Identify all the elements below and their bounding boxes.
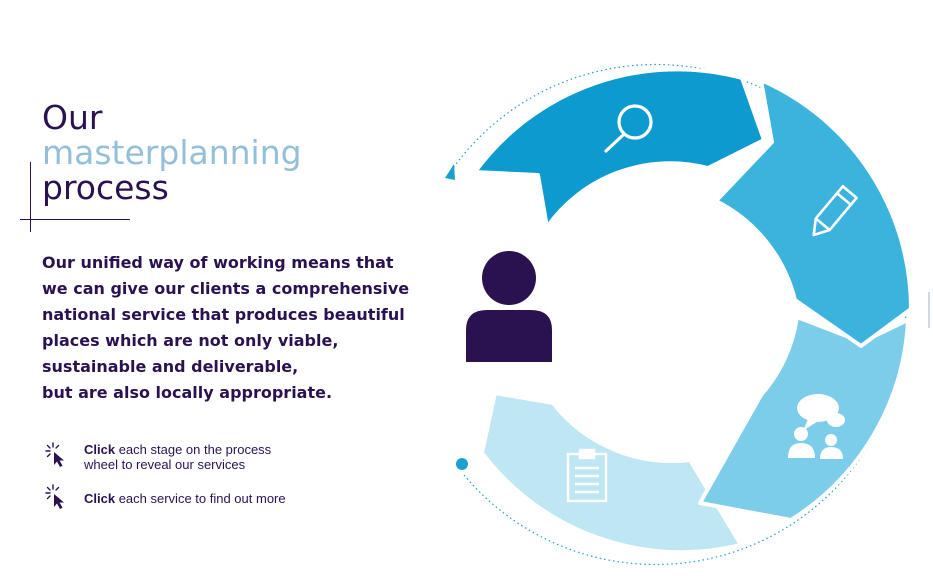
title-line-masterplanning: masterplanning bbox=[42, 133, 302, 172]
wheel-stage-3[interactable] bbox=[698, 315, 910, 522]
wheel-stage-1[interactable] bbox=[473, 67, 766, 229]
title-line-our: Our bbox=[42, 98, 103, 137]
intro-line: we can give our clients a comprehensive bbox=[42, 279, 410, 298]
title-line-process: process bbox=[42, 168, 169, 207]
magnifier-icon bbox=[604, 104, 653, 153]
intro-line: Our unified way of working means that bbox=[42, 253, 394, 272]
wheel-stage-4[interactable] bbox=[480, 391, 743, 555]
title-rule-vertical bbox=[30, 162, 31, 232]
hint-text: wheel to reveal our services bbox=[84, 457, 246, 472]
clipboard-icon bbox=[566, 448, 608, 503]
intro-line: but are also locally appropriate. bbox=[42, 383, 333, 402]
hint-click-label: Click bbox=[84, 491, 116, 506]
intro-line: places which are not only viable, bbox=[42, 331, 339, 350]
hint-text: each service to find out more bbox=[115, 491, 286, 506]
side-tab[interactable] bbox=[928, 292, 930, 328]
person-icon bbox=[466, 251, 552, 362]
hint-service: Click each service to find out more bbox=[44, 484, 286, 510]
intro-line: sustainable and deliverable, bbox=[42, 357, 299, 376]
people-chat-icon bbox=[788, 394, 845, 459]
cursor-click-icon bbox=[45, 484, 64, 509]
title-rule-horizontal bbox=[20, 219, 130, 220]
hint-text: each stage on the process bbox=[115, 442, 272, 457]
pencil-icon bbox=[812, 184, 858, 237]
cursor-click-icon bbox=[45, 442, 64, 467]
hint-stage: Click each stage on the process wheel to… bbox=[44, 442, 271, 472]
intro-line: national service that produces beautiful bbox=[42, 305, 405, 324]
wheel-stage-2[interactable] bbox=[714, 78, 913, 348]
guide-arrowhead bbox=[445, 164, 455, 180]
guide-start-dot bbox=[456, 458, 468, 470]
page-title: Our masterplanning process bbox=[42, 100, 302, 205]
hint-click-label: Click bbox=[84, 442, 116, 457]
intro-paragraph: Our unified way of working means that we… bbox=[42, 250, 412, 406]
